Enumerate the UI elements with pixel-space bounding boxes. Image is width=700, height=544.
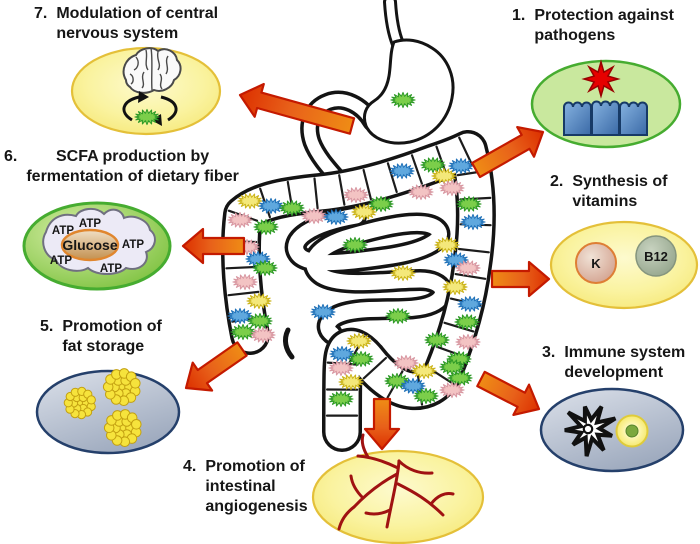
- microbe-icon: [368, 195, 394, 213]
- heading-angiogenesis: 4. Promotion of intestinal angiogenesis: [183, 458, 308, 515]
- microbe-icon: [408, 183, 434, 201]
- microbe-icon: [252, 259, 278, 277]
- microbe-icon: [389, 162, 415, 180]
- atp-label: ATP: [79, 218, 101, 230]
- microbe-icon: [230, 323, 256, 341]
- microbe-icon: [455, 259, 481, 277]
- microbe-icon: [329, 345, 355, 363]
- vitamin-b12-label: B12: [644, 249, 668, 264]
- dendritic-cell-icon: [564, 405, 617, 457]
- heading-scfa: 6. SCFA production by fermentation of di…: [4, 148, 239, 185]
- microbe-icon: [250, 326, 276, 344]
- atp-label: ATP: [52, 225, 74, 237]
- stomach-outline: [362, 38, 455, 145]
- block-arrow-icon: [490, 260, 551, 298]
- microbe-icon: [348, 350, 374, 368]
- microbe-icon: [338, 373, 364, 391]
- block-arrow-icon: [363, 397, 401, 451]
- microbe-icon: [328, 390, 354, 408]
- vitamin-b12-icon: [635, 235, 677, 277]
- microbe-icon: [247, 312, 273, 330]
- microbe-icon: [460, 213, 486, 231]
- microbe-icon: [253, 218, 279, 236]
- block-arrow-icon: [476, 370, 541, 416]
- microbe-icon: [310, 303, 336, 321]
- microbe-icon: [439, 381, 465, 399]
- microbe-icon: [454, 313, 480, 331]
- epithelium-icon: [563, 100, 648, 136]
- microbe-icon: [411, 362, 437, 380]
- vitamin-k-label: K: [591, 256, 601, 271]
- microbe-icon: [301, 207, 327, 225]
- microbe-icon: [390, 91, 416, 109]
- angiogenesis-ellipse: [311, 449, 485, 544]
- heading-immune: 3. Immune system development: [542, 344, 686, 381]
- heading-cns: 7. Modulation of central nervous system: [34, 5, 219, 42]
- microbe-icon: [227, 307, 253, 325]
- block-arrow-icon: [238, 82, 356, 135]
- microbe-icon: [342, 236, 368, 254]
- vitamin-icons: K B12: [575, 235, 677, 284]
- scfa-atp-icon: Glucose ATP ATP ATP ATP ATP: [42, 208, 156, 275]
- microbe-icon: [390, 264, 416, 282]
- immune-ellipse: [539, 387, 685, 473]
- microbe-icon: [442, 278, 468, 296]
- microbe-icon: [434, 236, 460, 254]
- microbe-icon: [385, 307, 411, 325]
- microbe-icon: [413, 387, 439, 405]
- heading-protection: 1. Protection against pathogens: [512, 7, 674, 44]
- lymphocyte-icon: [615, 414, 649, 448]
- fat-cells-icon: [63, 368, 142, 448]
- atp-label: ATP: [100, 263, 122, 275]
- appendix-icon: [282, 327, 295, 360]
- microbe-icon: [258, 197, 284, 215]
- microbe-icon: [346, 332, 372, 350]
- gut-microbes: [134, 91, 486, 408]
- glucose-label: Glucose: [62, 237, 117, 253]
- heading-fat-storage: 5. Promotion of fat storage: [40, 318, 162, 355]
- atp-label: ATP: [50, 255, 72, 267]
- microbe-icon: [343, 186, 369, 204]
- microbe-icon: [456, 195, 482, 213]
- microbe-icon: [279, 199, 305, 217]
- microbe-icon: [227, 211, 253, 229]
- microbe-icon: [393, 354, 419, 372]
- microbe-icon: [232, 273, 258, 291]
- microbe-icon: [420, 156, 446, 174]
- microbe-icon: [134, 108, 160, 126]
- microbe-icon: [455, 333, 481, 351]
- atp-label: ATP: [122, 239, 144, 251]
- microbe-icon: [323, 208, 349, 226]
- block-arrow-icon: [181, 227, 246, 265]
- vitamins-ellipse: [549, 220, 699, 310]
- microbe-icon: [246, 292, 272, 310]
- microbe-icon: [448, 157, 474, 175]
- microbe-icon: [328, 359, 354, 377]
- microbe-icon: [447, 369, 473, 387]
- blood-vessels-icon: [337, 433, 455, 531]
- microbe-icon: [457, 295, 483, 313]
- microbe-icon: [237, 192, 263, 210]
- glucose-icon: [60, 228, 120, 262]
- vitamin-k-icon: [575, 242, 617, 284]
- microbe-icon: [439, 358, 465, 376]
- microbe-icon: [351, 203, 377, 221]
- block-arrow-icon: [471, 125, 545, 179]
- microbe-icon: [424, 331, 450, 349]
- gut-illustration: [134, 0, 496, 452]
- pathogen-star-icon: [581, 59, 621, 99]
- heading-vitamins: 2. Synthesis of vitamins: [550, 173, 668, 210]
- microbe-icon: [431, 167, 457, 185]
- block-arrow-icon: [184, 341, 248, 392]
- brain-icon: [122, 47, 182, 94]
- microbe-icon: [439, 179, 465, 197]
- function-arrows: [181, 82, 551, 451]
